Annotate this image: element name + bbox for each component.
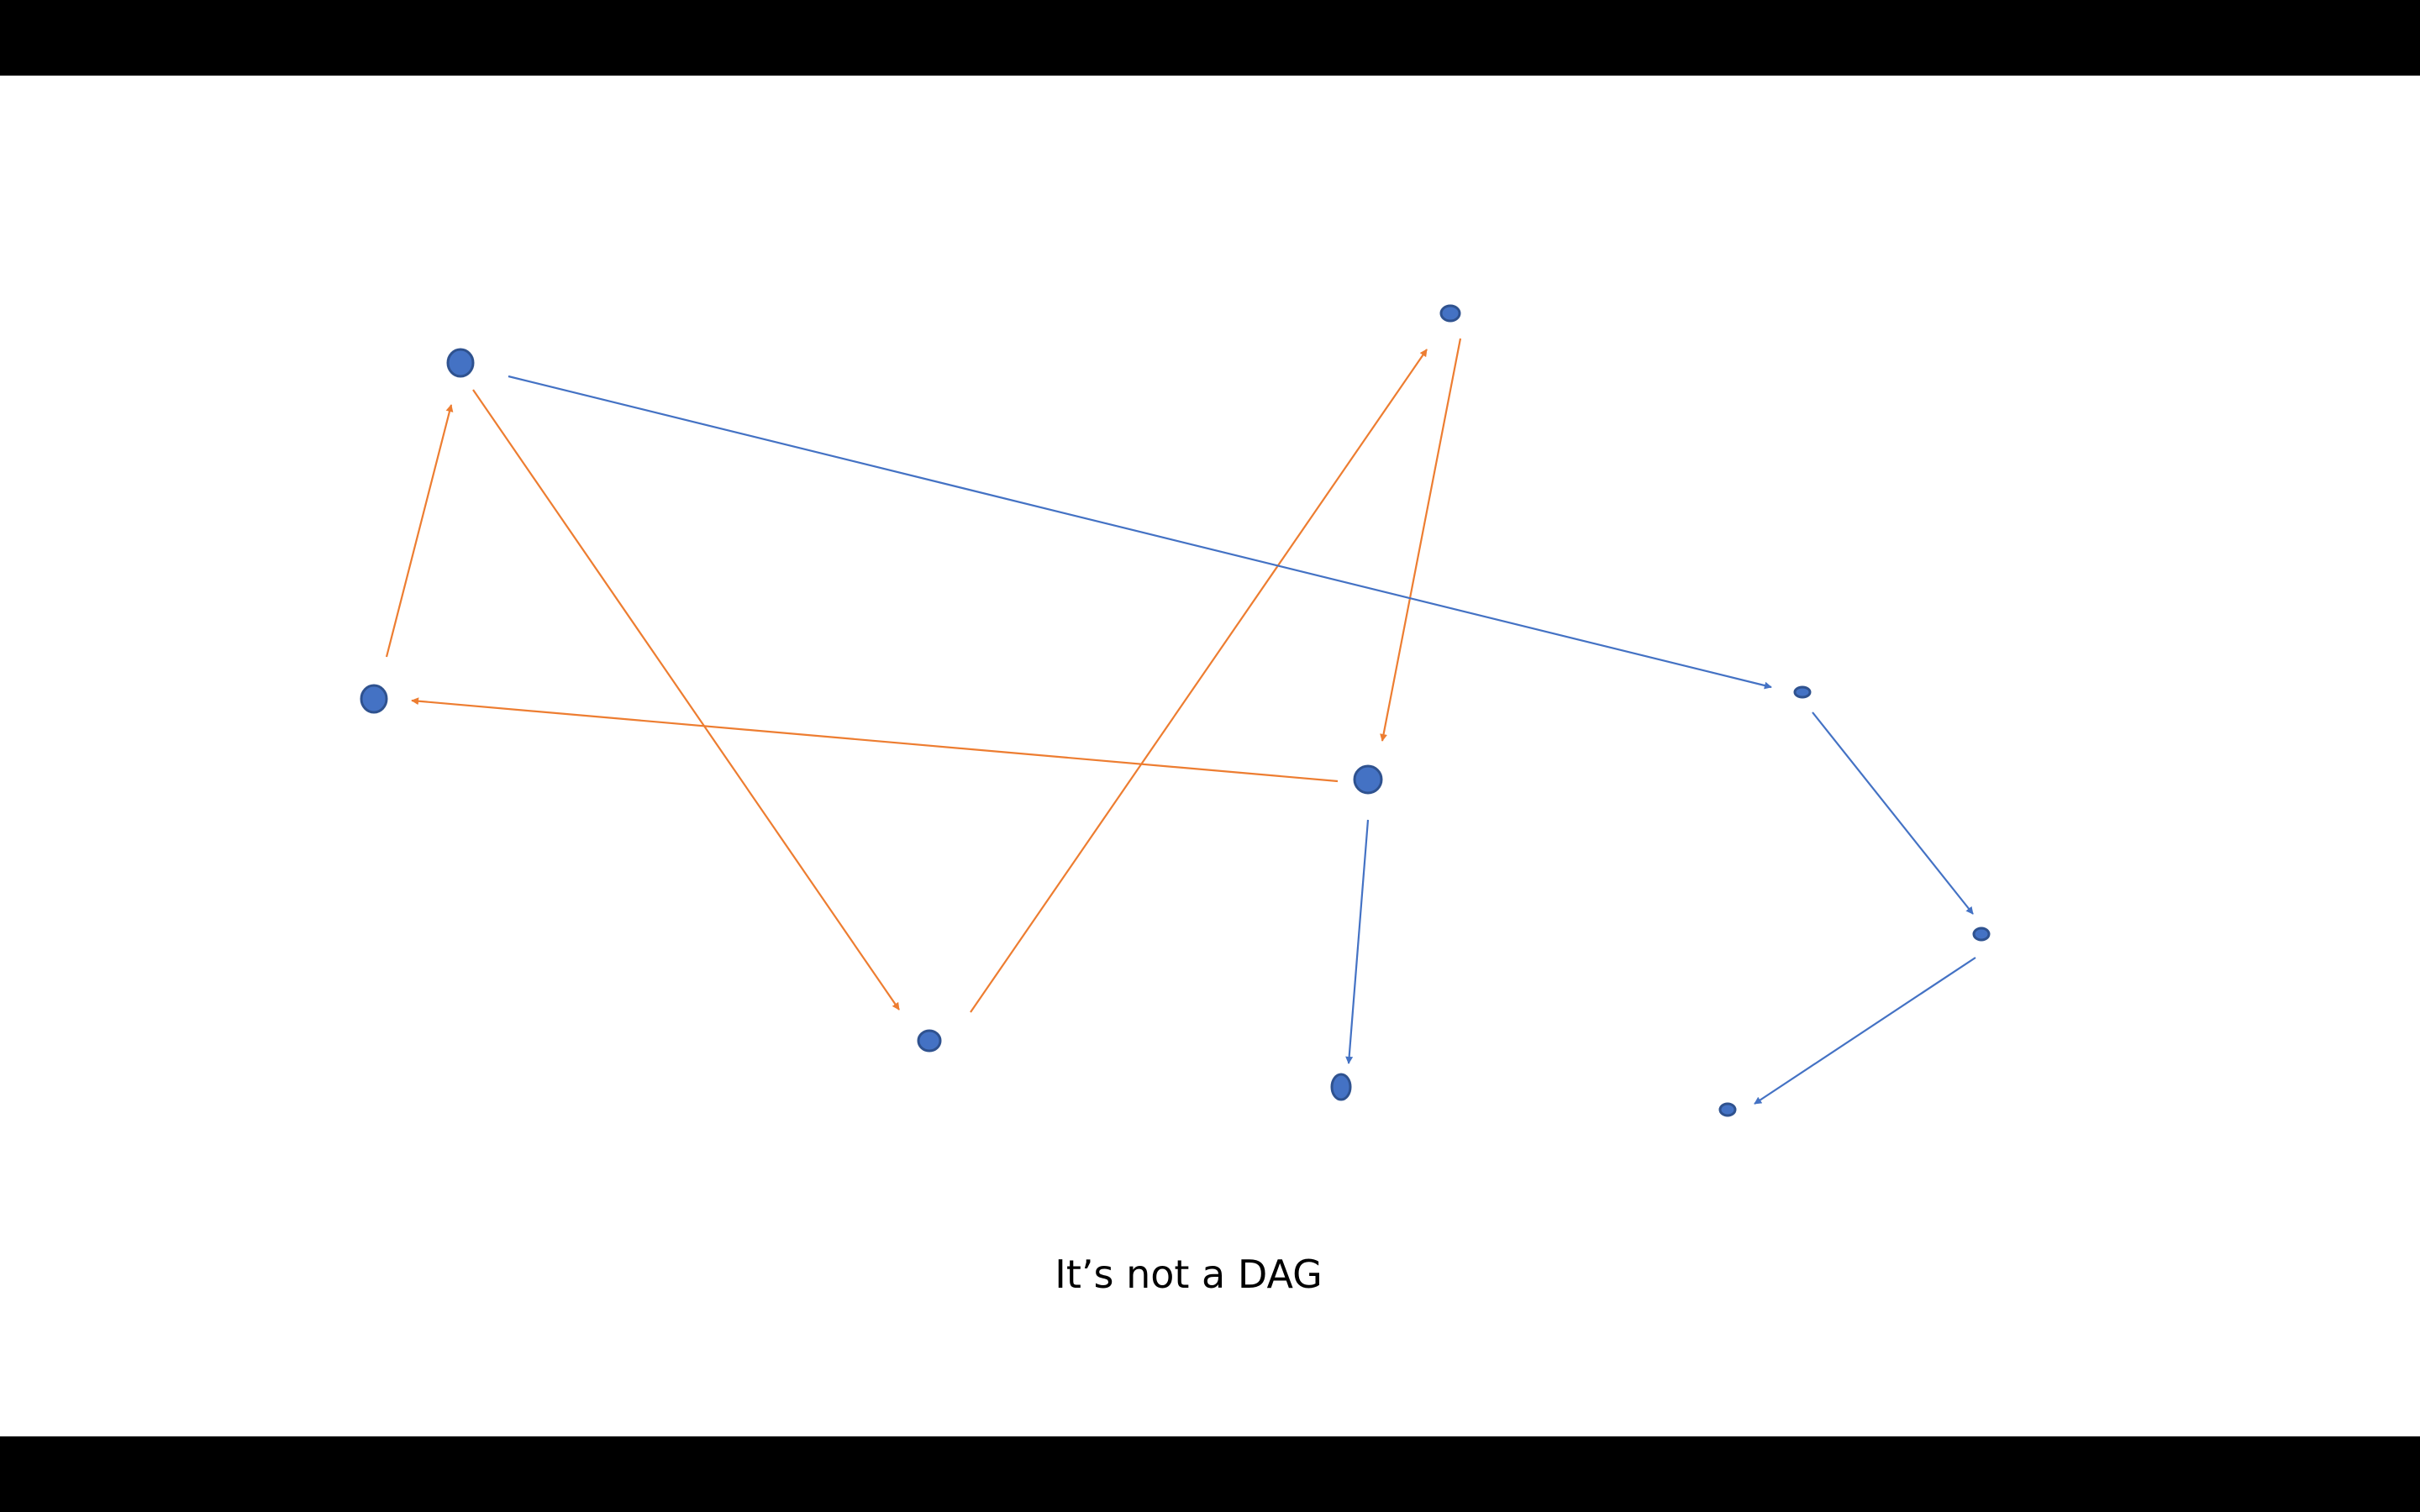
graph-node-n1 bbox=[446, 348, 475, 378]
graph-diagram bbox=[360, 304, 1991, 1117]
edge-n5-to-n6 bbox=[1345, 819, 1370, 1064]
graph-node-n2 bbox=[360, 684, 388, 714]
slide-caption: It’s not a DAG bbox=[1055, 1252, 1323, 1297]
edge-n4-to-n3 bbox=[970, 349, 1428, 1013]
edge-n7-to-n8 bbox=[1812, 711, 1974, 915]
graph-node-n6 bbox=[1330, 1073, 1352, 1101]
graph-node-n5 bbox=[1353, 764, 1383, 795]
edge-n1-to-n7 bbox=[508, 375, 1772, 690]
edge-n1-to-n4 bbox=[472, 389, 900, 1011]
graph-node-n9 bbox=[1718, 1102, 1737, 1117]
graph-node-n8 bbox=[1972, 927, 1991, 942]
graph-node-n7 bbox=[1793, 685, 1812, 699]
edge-n2-to-n1 bbox=[385, 404, 454, 658]
letterbox-bottom bbox=[0, 1436, 2420, 1512]
slide-canvas: It’s not a DAG bbox=[0, 76, 2420, 1436]
edge-n5-to-n2 bbox=[411, 697, 1339, 783]
graph-node-n3 bbox=[1439, 304, 1461, 323]
edge-n3-to-n5 bbox=[1380, 338, 1462, 742]
edge-n8-to-n9 bbox=[1754, 957, 1976, 1105]
graph-node-n4 bbox=[917, 1029, 942, 1053]
letterbox-top bbox=[0, 0, 2420, 76]
